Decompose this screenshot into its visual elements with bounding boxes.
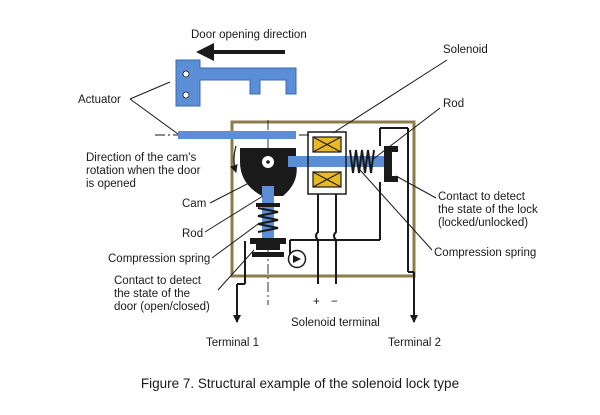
compression-spring-left-label: Compression spring [108,253,210,265]
lock-contact [389,146,398,182]
lock-contact-label-2: the state of the lock [438,204,538,216]
door-contact-label-1: Contact to detect [114,275,202,287]
rod-left-label: Rod [182,228,203,240]
rod-top-label: Rod [443,98,464,110]
right-compression-spring [349,149,375,174]
actuator-leader-1 [129,81,171,100]
solenoid-frame [307,131,347,195]
compression-spring-right-label: Compression spring [434,247,536,259]
door-contact-leader [217,249,255,291]
cam [240,148,297,196]
cam-rotation-label-3: is opened [86,178,136,190]
solenoid-minus-wire [333,194,337,284]
terminal-1-label: Terminal 1 [206,337,259,349]
left-compression-spring [257,207,279,233]
minus-sign: − [331,296,338,308]
lock-contact-plate [384,146,389,182]
figure-caption: Figure 7. Structural example of the sole… [141,376,459,391]
actuator [175,59,297,107]
actuator-label: Actuator [78,94,121,106]
rod-top-leader [371,107,441,161]
cam-rotation-label-2: rotation when the door [86,165,201,177]
cam-leader [209,179,256,204]
plus-sign: + [313,296,320,308]
rod-left-leader [204,195,264,233]
solenoid-terminal-label: Solenoid terminal [291,317,380,329]
door-contact [250,238,286,250]
cam-label: Cam [182,198,206,210]
terminal-2-label: Terminal 2 [388,337,441,349]
cam-rotation-arrow [229,145,238,173]
lock-contact-label-1: Contact to detect [438,191,526,203]
lock-contact-leader [395,175,437,199]
solenoid-label: Solenoid [443,44,488,56]
solenoid-plus-wire [315,194,319,284]
door-contact-label-3: door (open/closed) [114,301,210,313]
actuator-leader-2 [129,98,179,135]
actuator-insertion-bar [178,131,296,139]
lock-contact-label-3: (locked/unlocked) [438,217,528,229]
door-contact-label-2: the state of the [114,288,190,300]
horizontal-rod [288,156,390,167]
compression-spring-right-leader [359,169,433,251]
door-opening-direction-label: Door opening direction [191,29,307,41]
solenoid-leader [332,59,448,134]
cam-rotation-label-1: Direction of the cam's [86,152,196,164]
compression-spring-left-leader [211,223,259,259]
door-direction-arrow [196,43,285,61]
